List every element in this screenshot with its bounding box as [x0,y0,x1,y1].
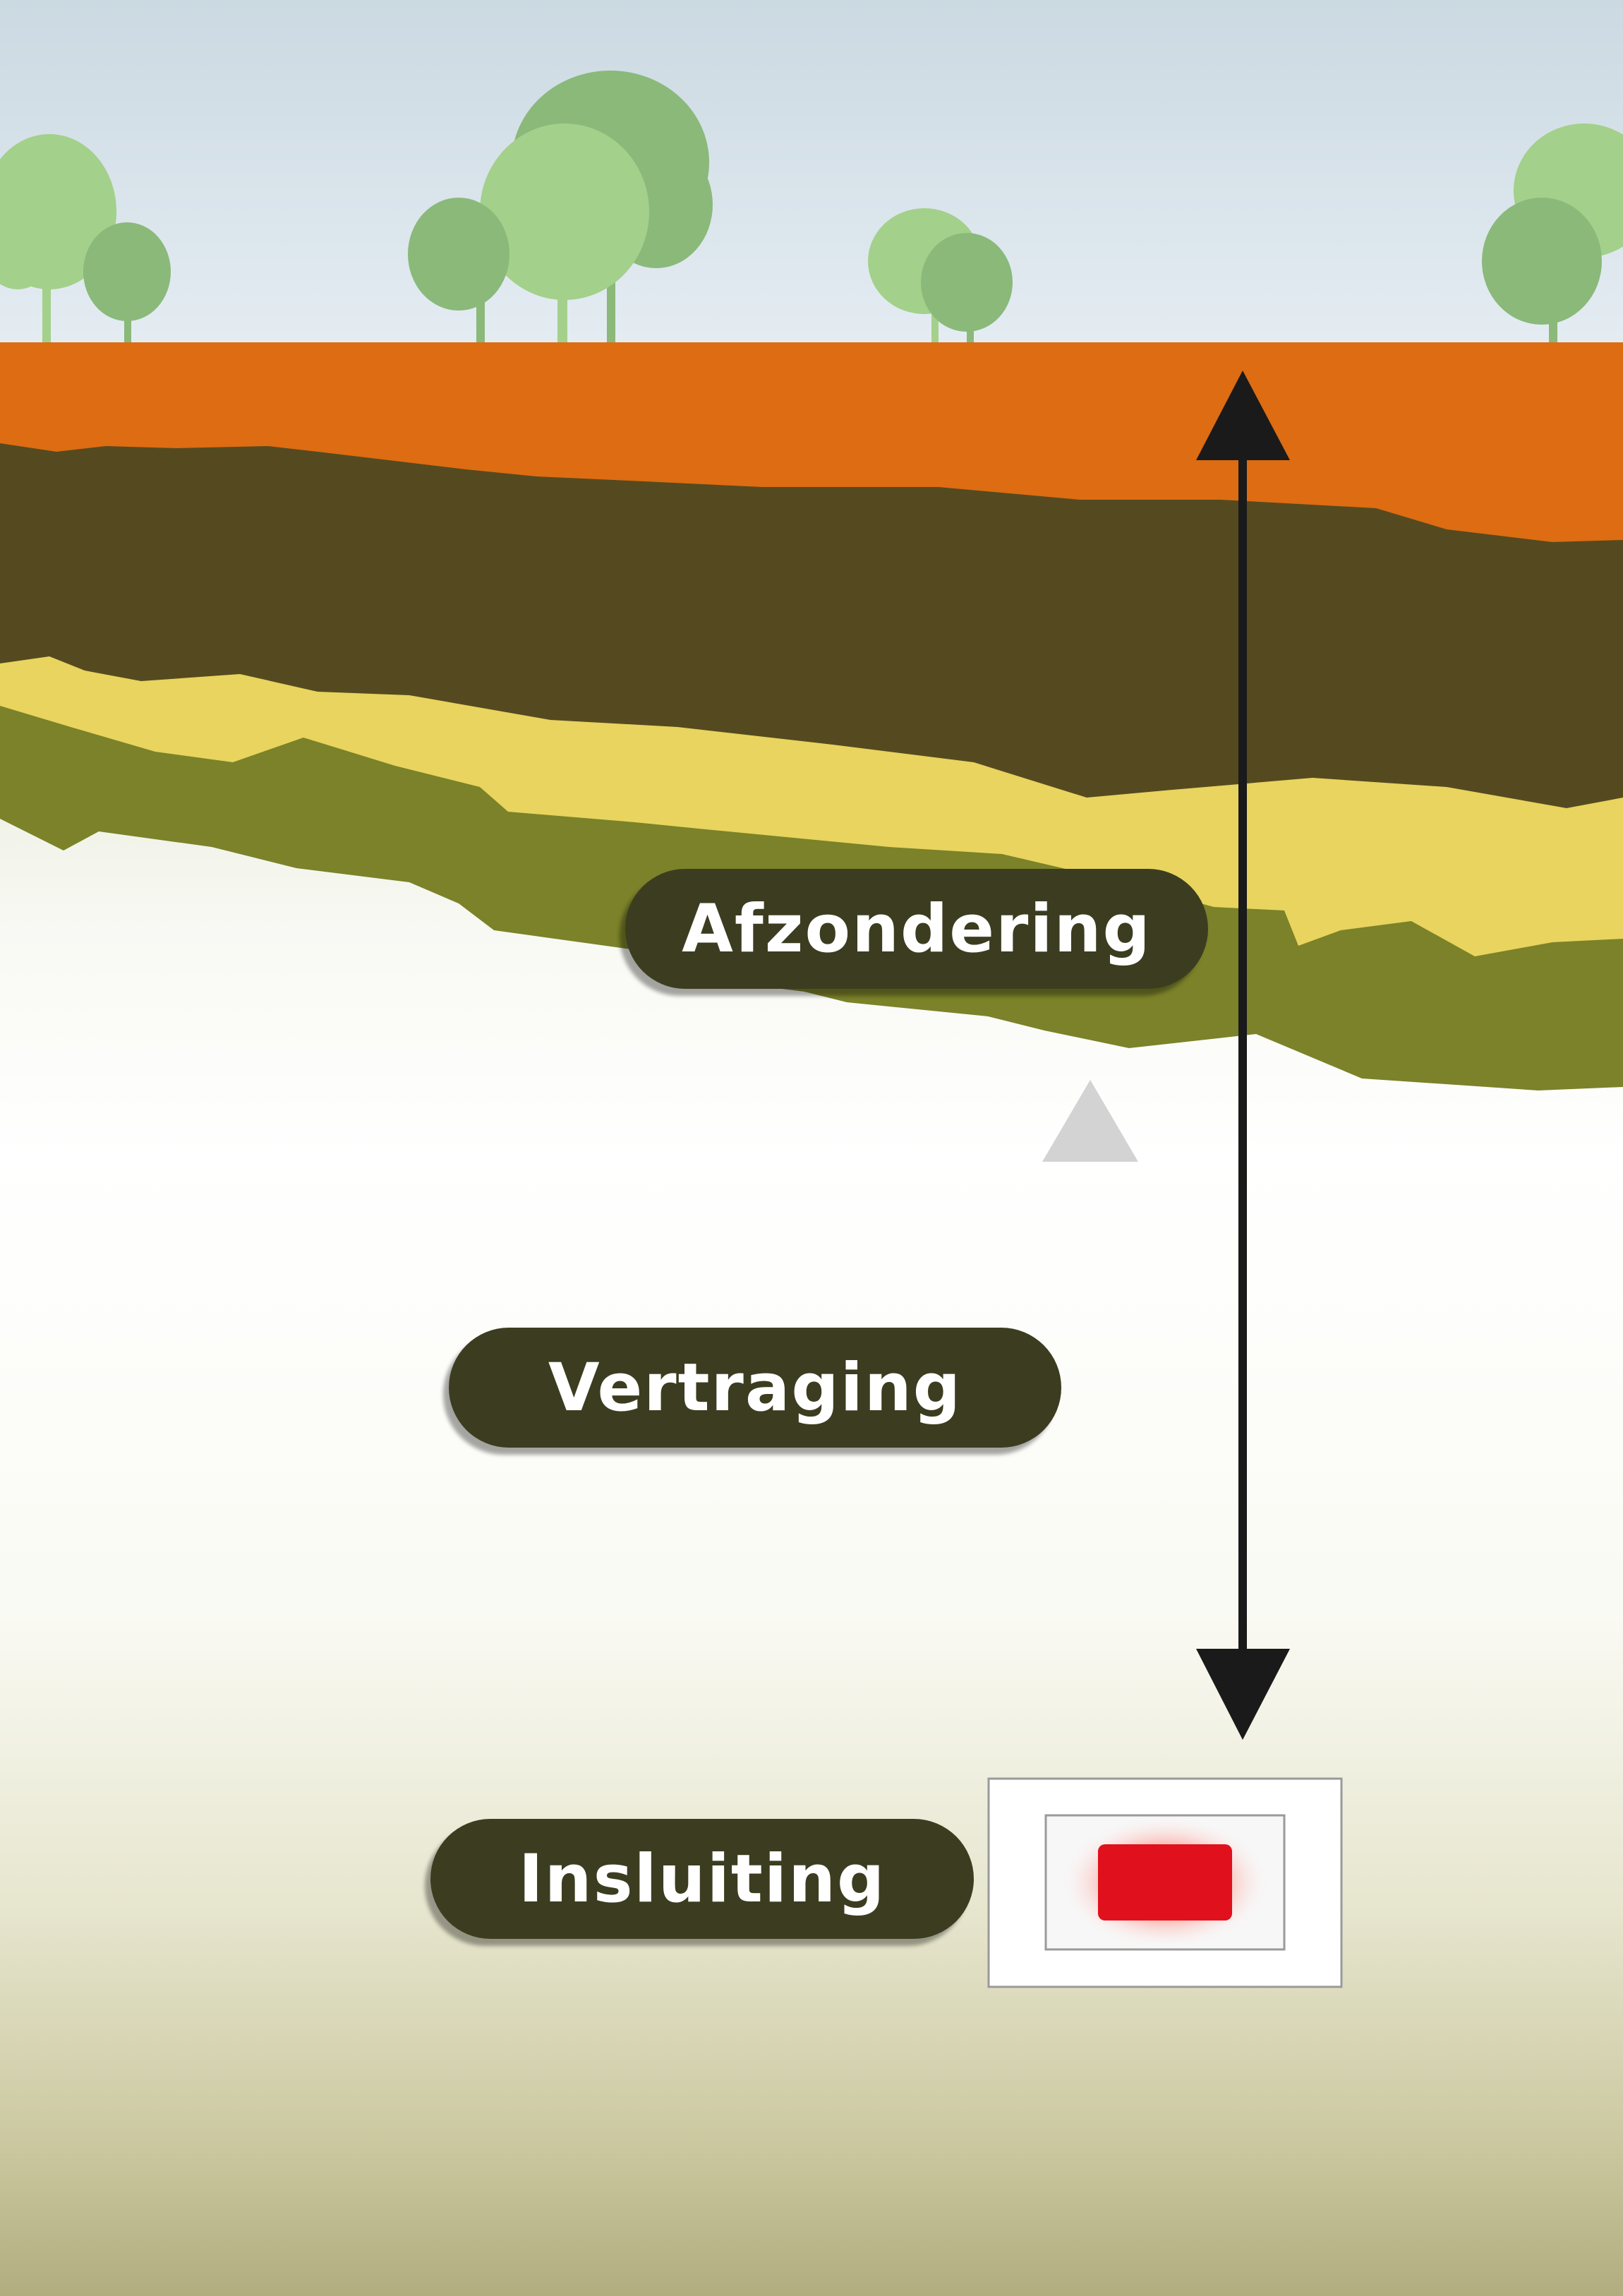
containment-label: Insluiting [430,1819,974,1939]
dark-soil-layer [0,423,1623,808]
isolation-label-text: Afzondering [682,890,1152,968]
double-headed-arrow [1196,371,1290,1740]
delay-label-text: Vertraging [548,1349,963,1426]
delay-label: Vertraging [449,1328,1061,1448]
containment-label-text: Insluiting [518,1840,886,1918]
waste-container-icon [987,1777,1343,1988]
tree-icon [0,71,1623,342]
topsoil-layer [0,342,1623,542]
isolation-label: Afzondering [625,869,1208,989]
dashed-up-arrow [1042,1080,1138,1750]
sky [0,0,1623,342]
